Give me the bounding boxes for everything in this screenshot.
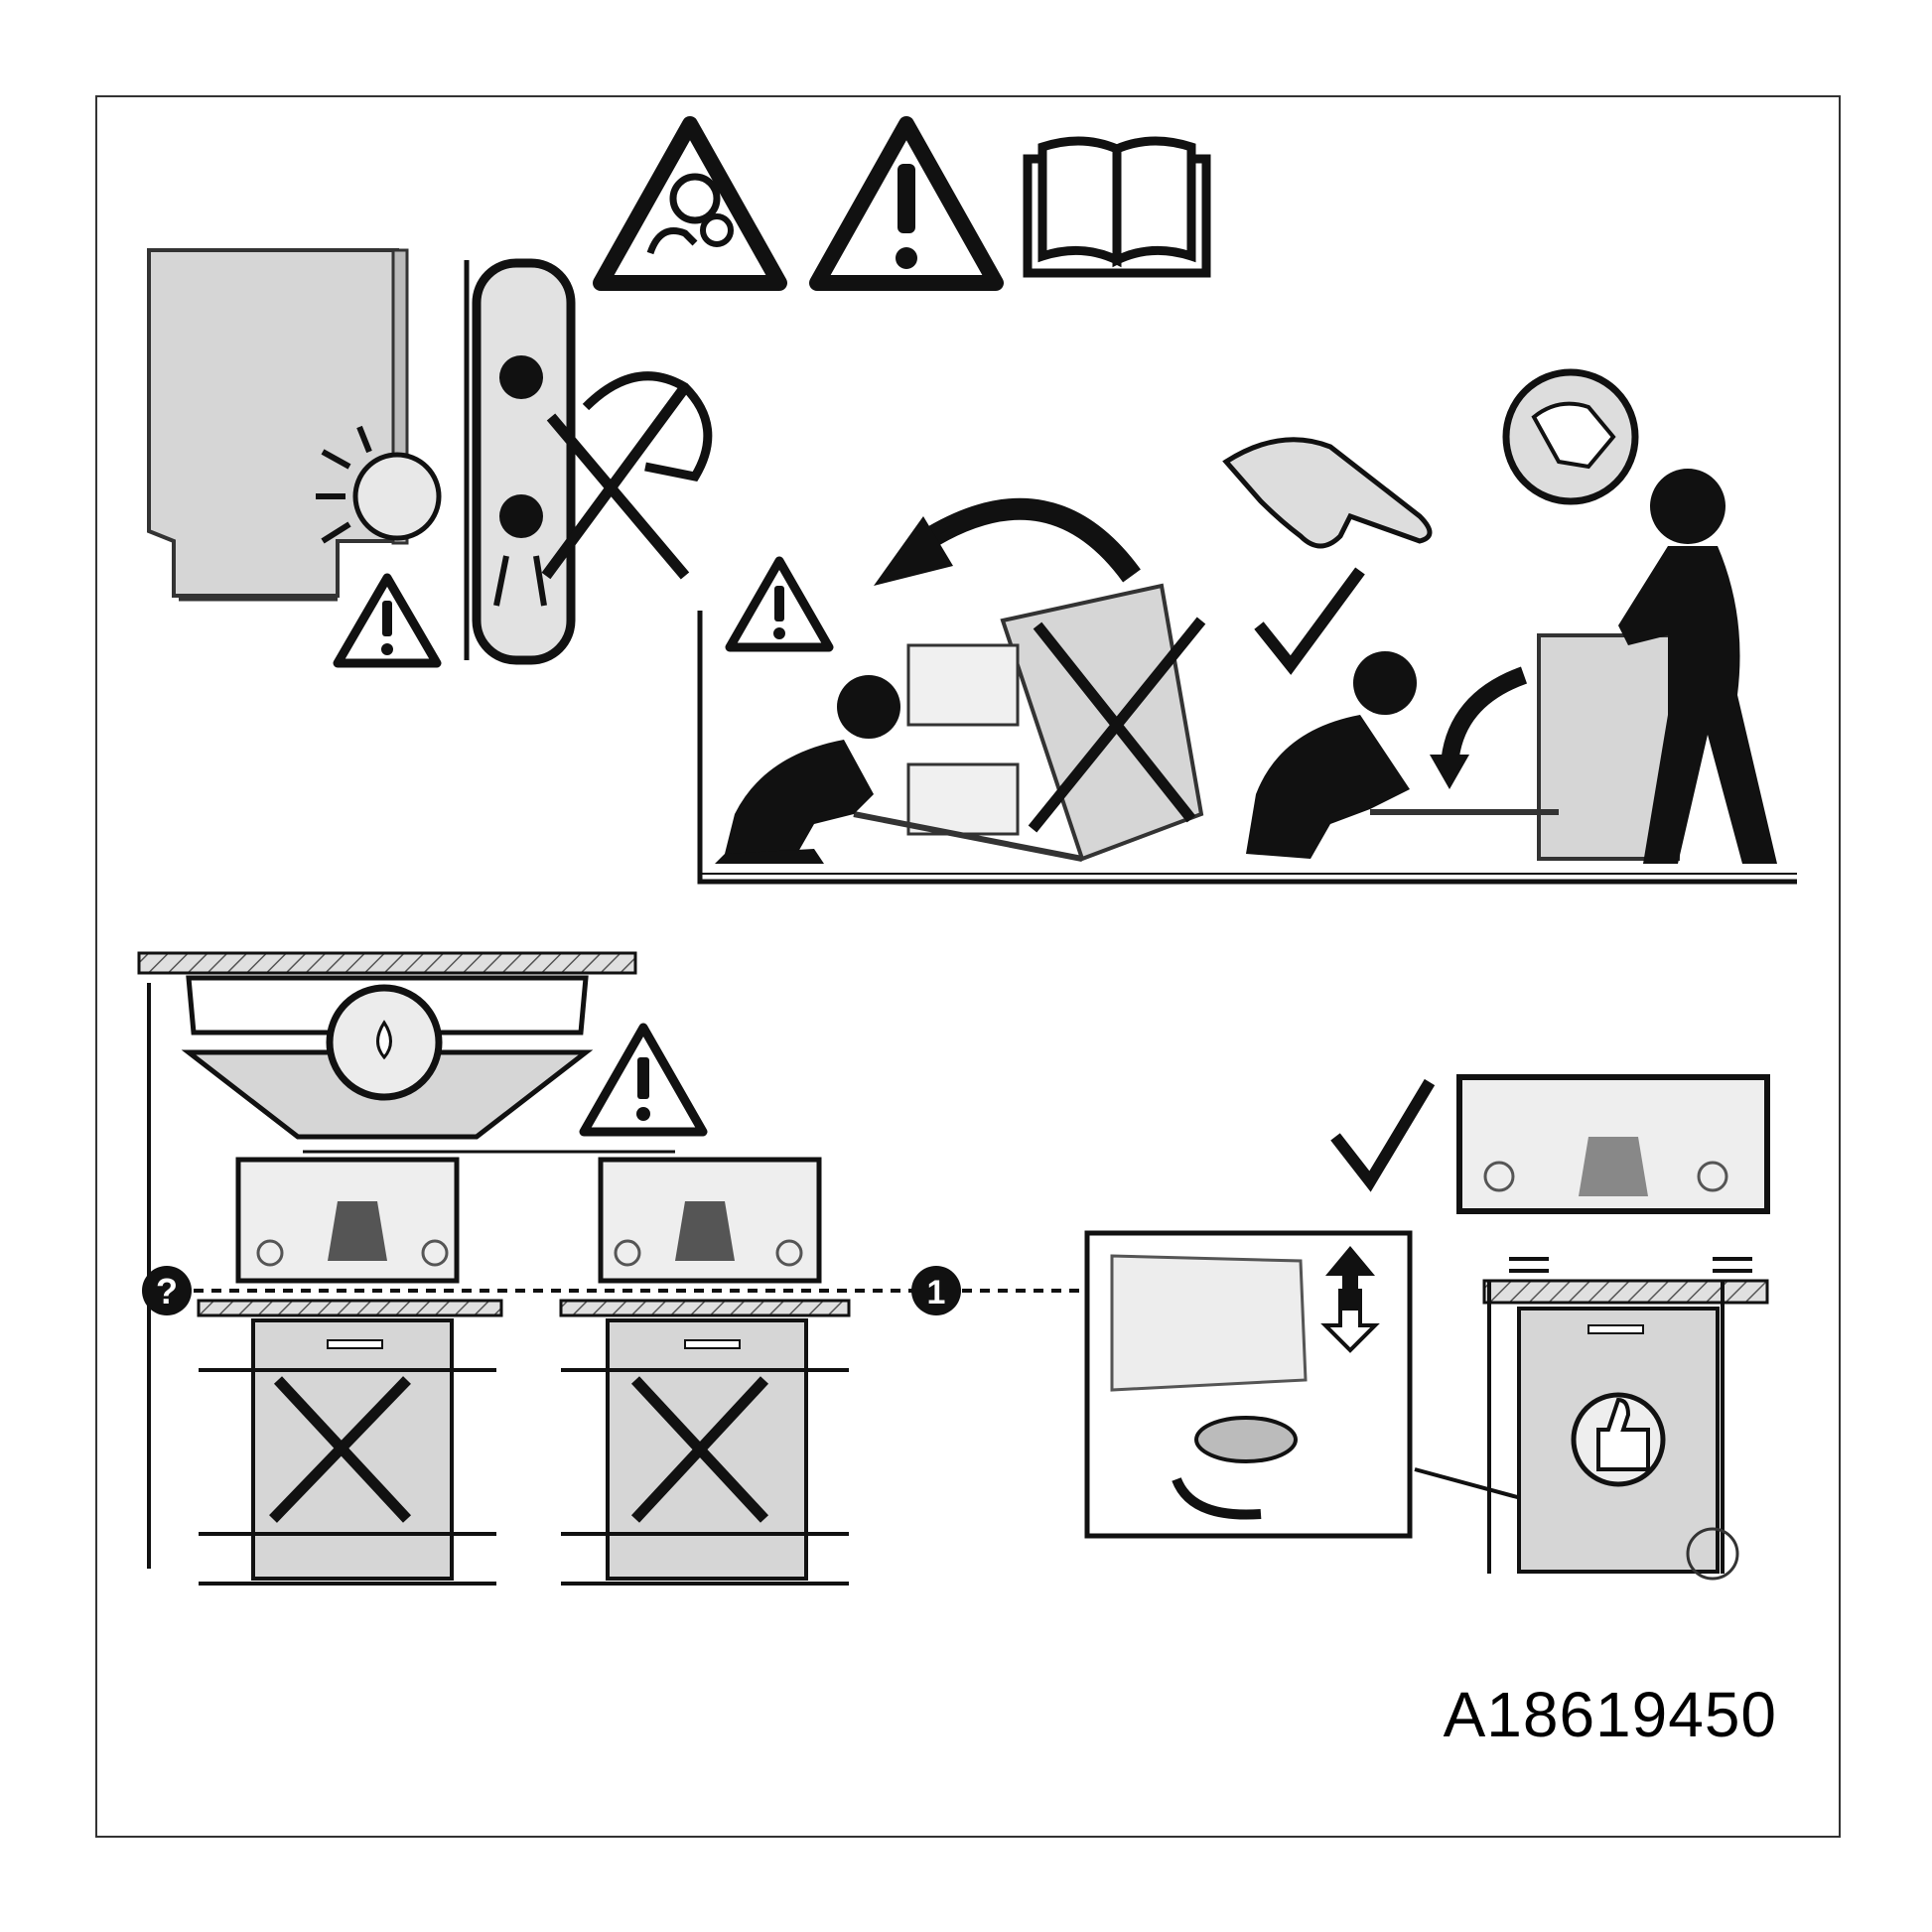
- foot-adjustment-detail: [1084, 1230, 1413, 1539]
- lifting-panel-frame: [697, 611, 1797, 885]
- built-in-appliance-correct: [1482, 1279, 1769, 1581]
- gap-indicator-left: [1509, 1257, 1549, 1273]
- level-indicator-tilted-b: [598, 1157, 822, 1284]
- tilt-warning-icon: [725, 556, 834, 652]
- level-warning-icon: [579, 1023, 708, 1137]
- thumbs-up-icon: [1571, 1392, 1666, 1487]
- hinge-warning-icon: [333, 573, 442, 668]
- read-manual-icon: [1023, 136, 1211, 278]
- upright-appliance: [1370, 633, 1680, 861]
- level-indicator-correct: [1456, 1074, 1770, 1214]
- cross-mark-icon: [1028, 617, 1206, 833]
- check-mark-icon: [1330, 1078, 1436, 1192]
- lowering-arrow-icon: [1430, 666, 1528, 789]
- general-warning-icon: [809, 116, 1004, 291]
- cross-mark-icon: [630, 1376, 769, 1523]
- question-marker: ?: [142, 1266, 192, 1315]
- built-in-appliance-wrong-a: [197, 1299, 503, 1586]
- appliance-side-view: [147, 248, 409, 602]
- tilt-direction-arrow-icon: [874, 497, 1141, 586]
- hinge-pinch-detail: [464, 258, 713, 665]
- document-code: A18619450: [1443, 1679, 1777, 1750]
- cross-mark-icon: [269, 1376, 412, 1523]
- water-drop-detail-callout: [326, 984, 443, 1101]
- hinge-detail-callout: [316, 425, 442, 544]
- kneeling-person-wrong: [715, 675, 900, 864]
- gap-indicator-right: [1713, 1257, 1752, 1273]
- svg-text:1: 1: [927, 1274, 946, 1311]
- tilted-appliance: [853, 583, 1204, 862]
- svg-text:?: ?: [156, 1271, 178, 1311]
- page-frame: [95, 95, 1841, 1838]
- protective-gloves-icon: [1502, 368, 1639, 505]
- cross-mark-icon: [541, 383, 690, 580]
- step-one-marker: 1: [911, 1266, 961, 1315]
- moving-parts-warning-icon: [593, 116, 787, 291]
- standing-person: [1618, 469, 1777, 864]
- check-mark-icon: [1254, 567, 1365, 675]
- level-indicator-tilted-a: [235, 1157, 460, 1284]
- pointing-hand-icon: [1222, 437, 1433, 549]
- built-in-appliance-wrong-b: [559, 1299, 851, 1586]
- kneeling-person-right: [1246, 651, 1417, 859]
